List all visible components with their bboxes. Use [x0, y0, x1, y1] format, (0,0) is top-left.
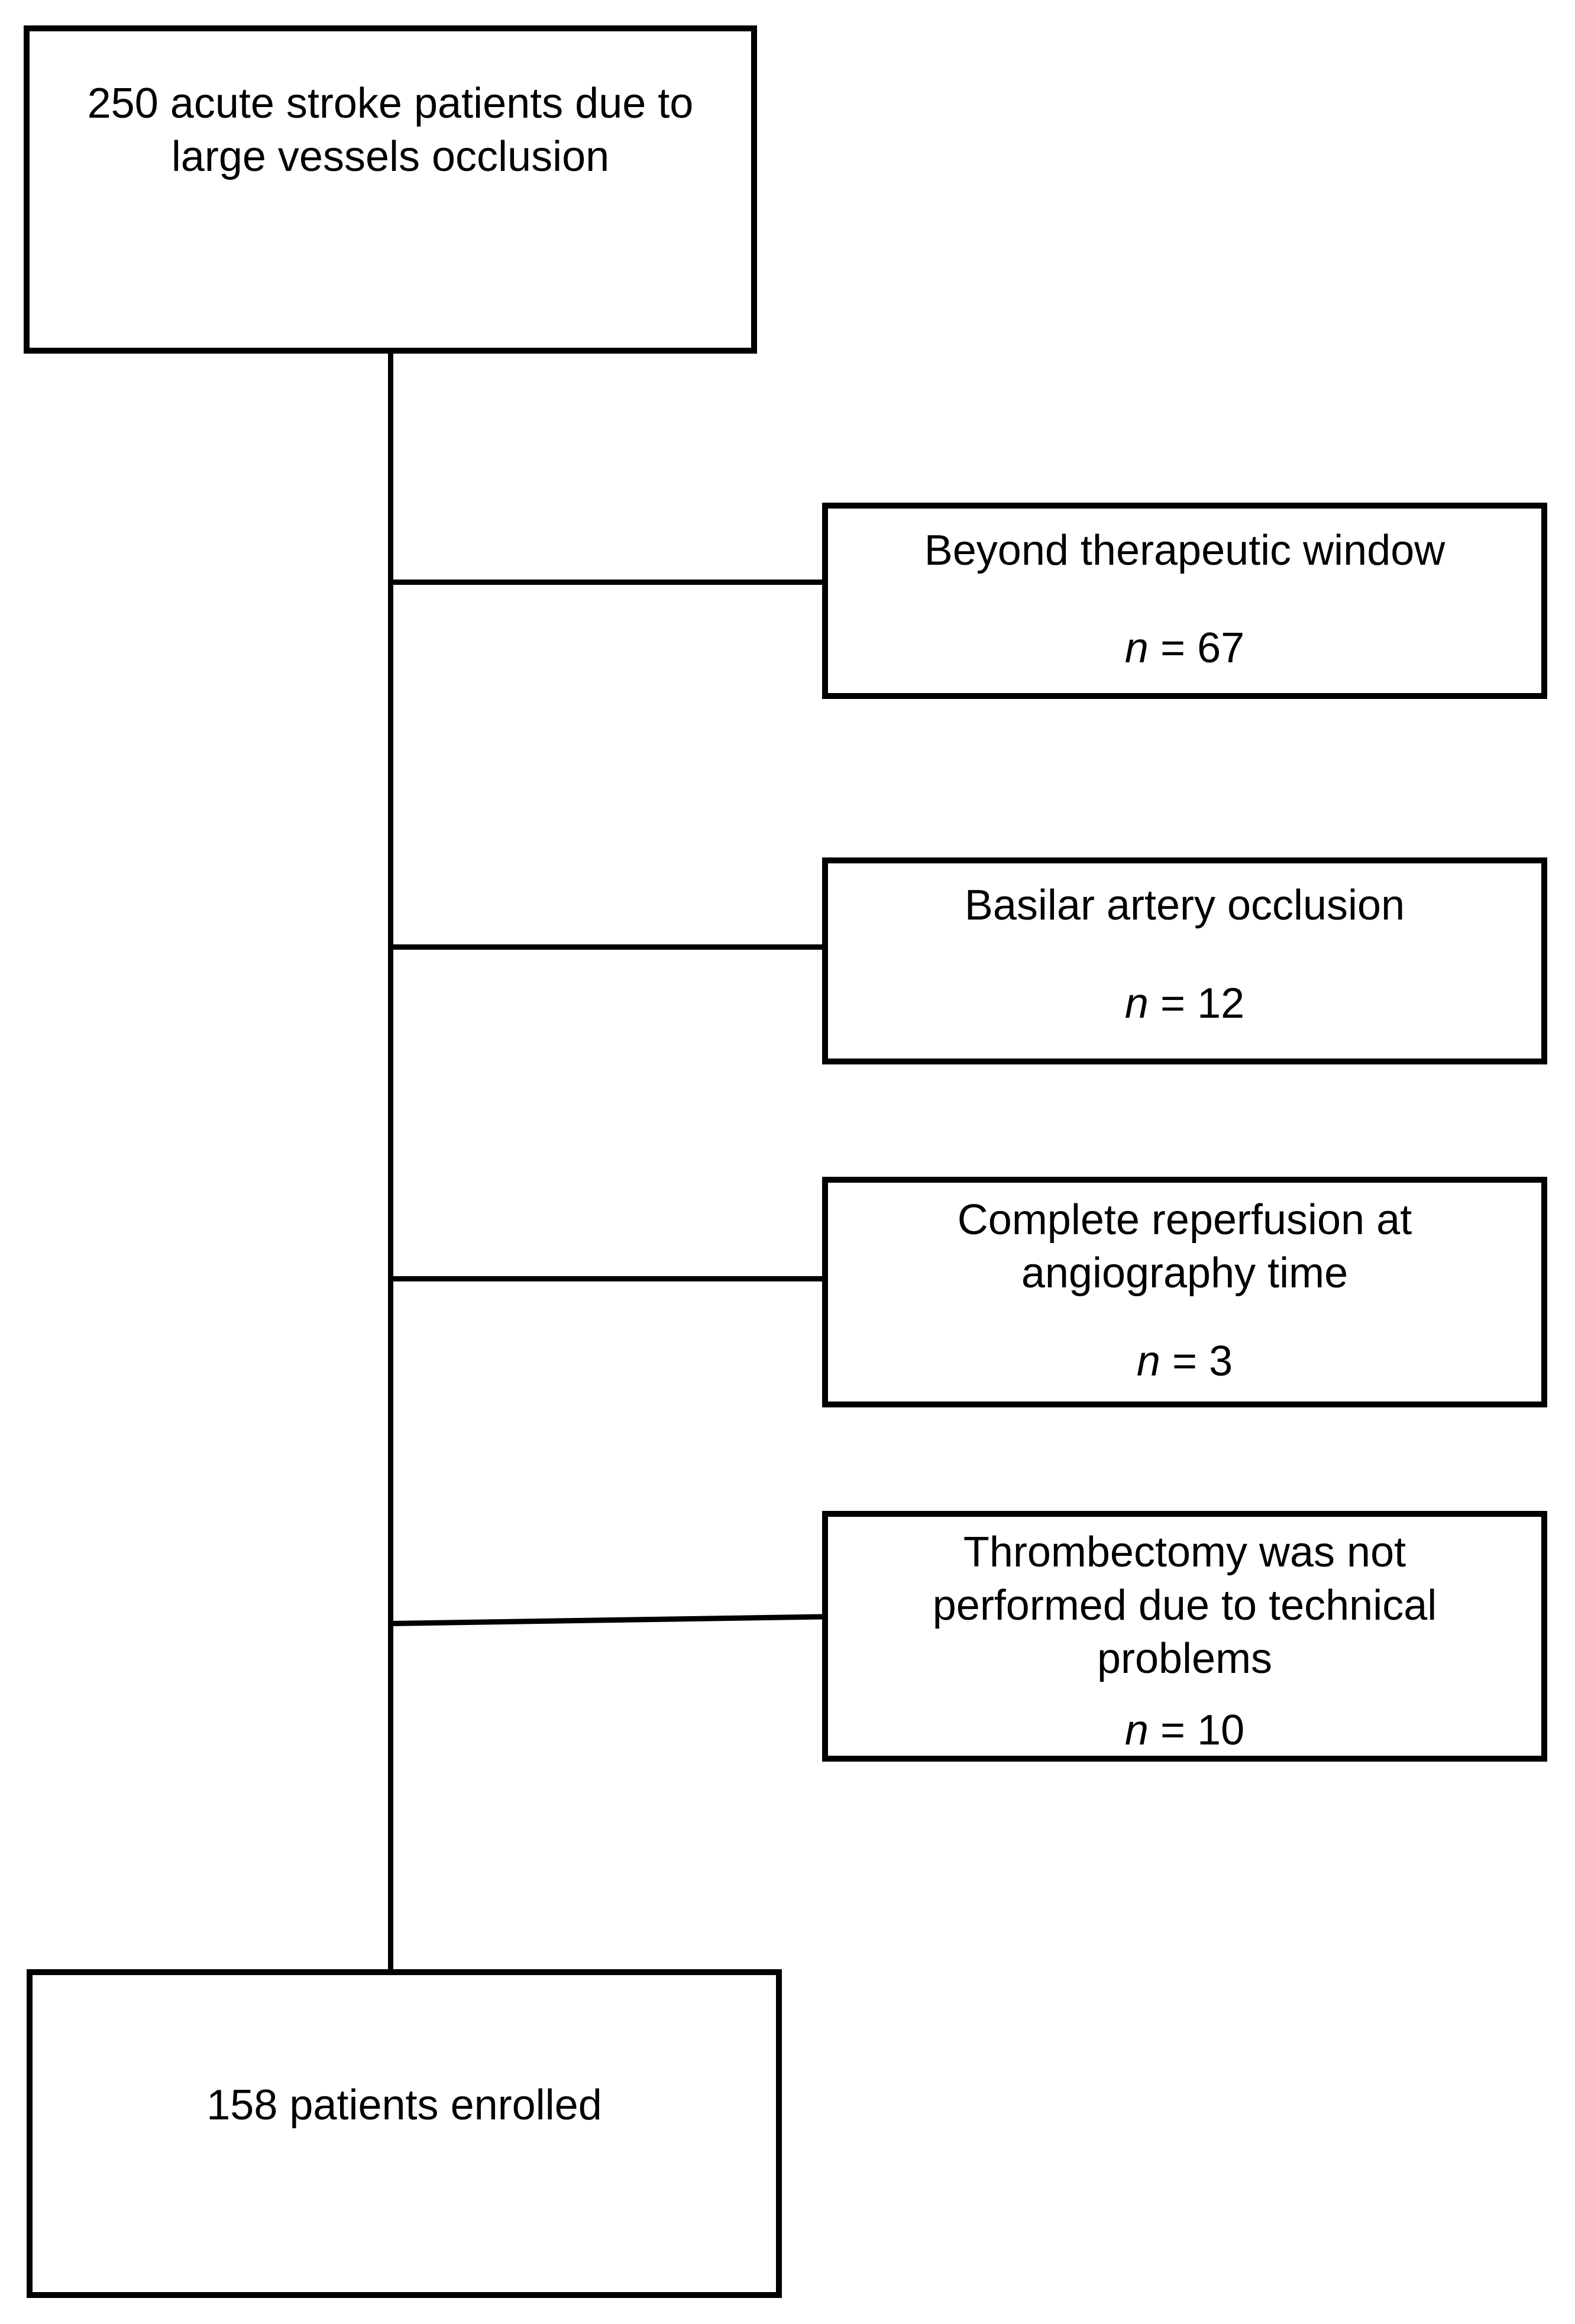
n-symbol: n [1136, 1338, 1160, 1385]
n-count: n= 67 [828, 622, 1541, 675]
n-equals-value: = 12 [1160, 980, 1245, 1027]
n-symbol: n [1124, 1707, 1149, 1754]
connector-line-3 [391, 1276, 823, 1281]
n-symbol: n [1124, 624, 1149, 672]
n-equals-value: = 67 [1160, 624, 1245, 672]
n-count: n= 10 [828, 1704, 1541, 1757]
start-box-line-2: large vessels occlusion [171, 133, 610, 180]
exclusion-label-line-2: angiography time [1021, 1250, 1348, 1297]
exclusion-box-basilar-artery-occlusion: Basilar artery occlusion n= 12 [822, 857, 1547, 1064]
exclusion-label-line-2: performed due to technical [932, 1582, 1437, 1629]
n-count: n= 12 [828, 977, 1541, 1030]
n-equals-value: = 3 [1172, 1338, 1233, 1385]
exclusion-box-thrombectomy-not-performed: Thrombectomy was not performed due to te… [822, 1511, 1547, 1762]
exclusion-label-line-3: problems [1097, 1635, 1273, 1682]
exclusion-label-line-1: Complete reperfusion at [957, 1196, 1412, 1244]
n-symbol: n [1124, 980, 1149, 1027]
start-box: 250 acute stroke patients due to large v… [24, 25, 757, 354]
trunk-line [388, 354, 393, 1972]
start-box-line-1: 250 acute stroke patients due to [87, 80, 694, 127]
end-box-enrolled: 158 patients enrolled [27, 1969, 782, 2298]
n-count: n = 3 [828, 1335, 1541, 1388]
end-box-line-1: 158 patients enrolled [206, 2082, 602, 2129]
exclusion-label-line-1: Thrombectomy was not [963, 1529, 1406, 1576]
exclusion-label: Basilar artery occlusion [964, 882, 1405, 929]
connector-line-1 [391, 580, 823, 585]
exclusion-box-complete-reperfusion: Complete reperfusion at angiography time… [822, 1177, 1547, 1407]
exclusion-box-beyond-therapeutic-window: Beyond therapeutic window n= 67 [822, 503, 1547, 699]
connector-line-4 [390, 1614, 823, 1626]
exclusion-label: Beyond therapeutic window [924, 527, 1445, 574]
n-equals-value: = 10 [1160, 1707, 1245, 1754]
connector-line-2 [391, 944, 823, 950]
